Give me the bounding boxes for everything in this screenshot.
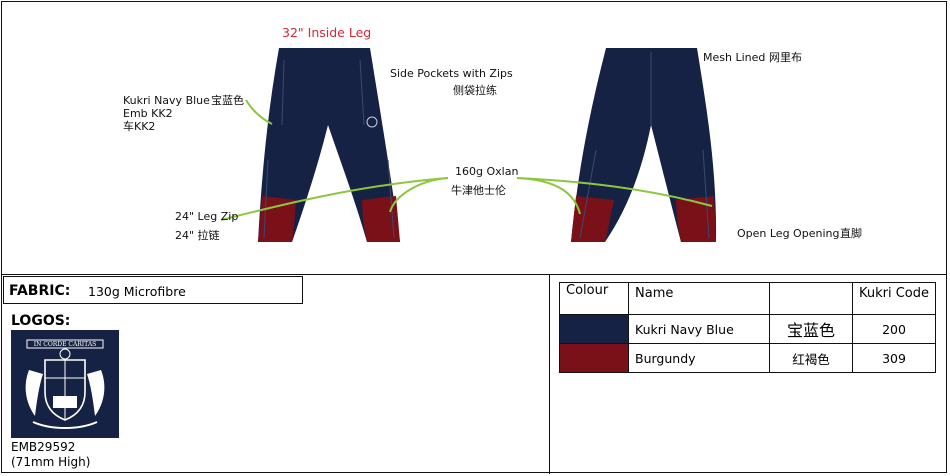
logo-code: EMB29592 (71mm High) xyxy=(11,440,90,470)
fabric-box xyxy=(3,276,303,304)
colour-code: 309 xyxy=(852,343,936,373)
table-row: Kukri Navy Blue 宝蓝色 200 xyxy=(559,314,936,344)
colour-name: Burgundy xyxy=(628,343,770,373)
back-view xyxy=(571,48,717,242)
side-pockets-label: Side Pockets with Zips xyxy=(390,67,513,80)
crest-logo: IN CORDE CARITAS xyxy=(11,330,119,438)
header-kukri-code: Kukri Code xyxy=(852,282,936,315)
panel-fabric-label: 160g Oxlan xyxy=(455,165,519,178)
open-leg-label-zh: 直脚 xyxy=(840,227,862,240)
logo-code-value: EMB29592 xyxy=(11,440,76,454)
colour-name: Kukri Navy Blue xyxy=(628,314,770,344)
side-pockets-label-zh: 侧袋拉练 xyxy=(453,84,497,97)
header-name: Name xyxy=(628,282,770,315)
divider-horizontal xyxy=(1,274,947,275)
callout-leaders xyxy=(220,99,713,221)
leg-zip-label-zh: 24" 拉链 xyxy=(175,229,220,242)
emb-callout-label-zh: 车KK2 xyxy=(123,120,156,133)
colour-swatch-navy xyxy=(559,314,629,344)
header-colour: Colour xyxy=(559,282,629,315)
panel-fabric-label-zh: 牛津他士伦 xyxy=(451,184,506,197)
inside-leg-label: 32" Inside Leg xyxy=(282,25,372,40)
colour-code: 200 xyxy=(852,314,936,344)
divider-vertical xyxy=(549,274,550,474)
open-leg-label: Open Leg Opening xyxy=(737,227,840,240)
colour-callout-label: Kukri Navy Blue xyxy=(123,94,210,107)
garment-sketch xyxy=(220,48,717,242)
colour-callout-label-zh: 宝蓝色 xyxy=(211,94,244,107)
logos-heading: LOGOS: xyxy=(11,313,71,329)
table-header-row: Colour Name Kukri Code xyxy=(559,282,936,315)
emb-callout-label: Emb KK2 xyxy=(123,107,173,120)
table-row: Burgundy 红褐色 309 xyxy=(559,343,936,373)
mesh-lined-label: Mesh Lined xyxy=(703,51,766,64)
colour-name-zh: 红褐色 xyxy=(769,343,853,373)
mesh-lined-label-zh: 网里布 xyxy=(769,51,802,64)
front-view xyxy=(258,48,400,242)
fabric-value: 130g Microfibre xyxy=(88,284,186,299)
leg-zip-label: 24" Leg Zip xyxy=(175,210,239,223)
crest-motto: IN CORDE CARITAS xyxy=(33,341,97,348)
fabric-heading: FABRIC: xyxy=(9,283,71,299)
logo-size: (71mm High) xyxy=(11,455,91,469)
colour-table: Colour Name Kukri Code Kukri Navy Blue 宝… xyxy=(559,282,936,373)
colour-swatch-burgundy xyxy=(559,343,629,373)
header-name-zh xyxy=(769,282,853,315)
colour-name-zh: 宝蓝色 xyxy=(769,314,853,344)
